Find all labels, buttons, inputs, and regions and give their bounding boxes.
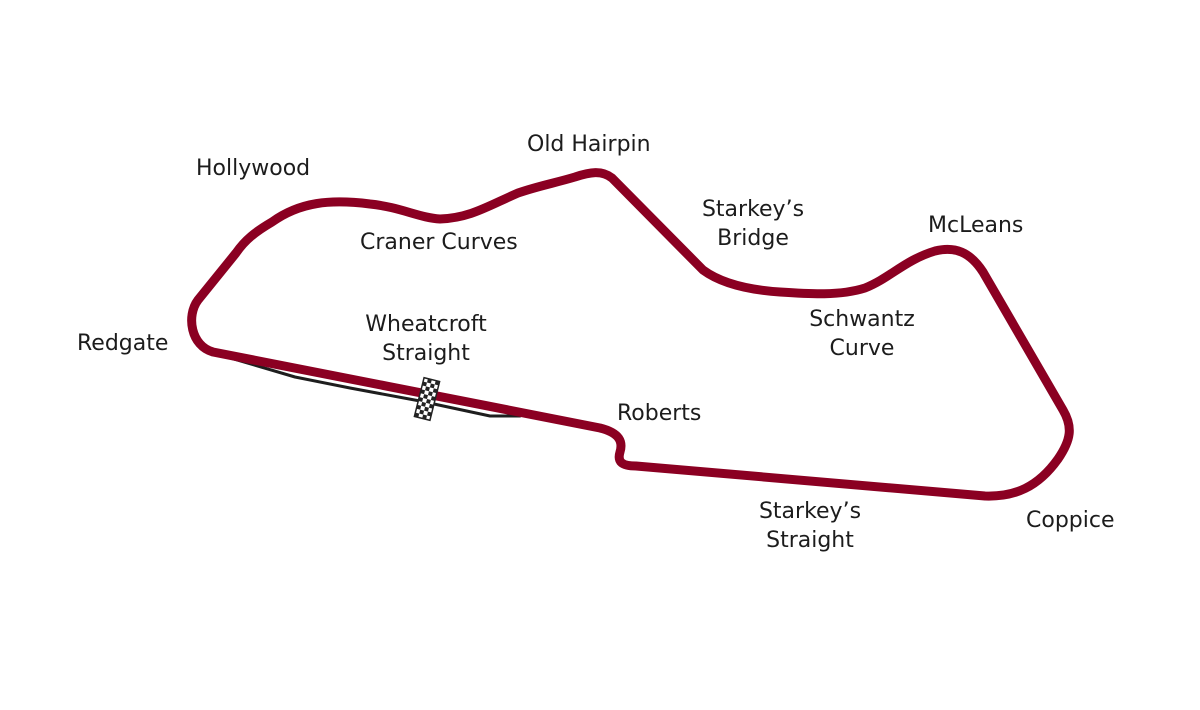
corner-label-old-hairpin: Old Hairpin	[527, 132, 651, 157]
corner-label-coppice: Coppice	[1026, 508, 1115, 533]
track-outline	[187, 168, 1074, 501]
corner-label-wheatcroft-straight: Wheatcroft Straight	[365, 312, 487, 366]
corner-label-starkeys-bridge: Starkey’s Bridge	[701, 197, 805, 251]
corner-label-redgate: Redgate	[77, 331, 169, 356]
pit-lane	[208, 350, 522, 418]
corner-label-starkeys-straight: Starkey’s Straight	[758, 499, 862, 553]
corner-label-mcleans: McLeans	[928, 213, 1024, 238]
corner-label-schwantz-curve: Schwantz Curve	[809, 307, 915, 361]
checkered-flag-icon	[413, 376, 441, 422]
corner-label-craner-curves: Craner Curves	[360, 230, 518, 255]
corner-label-roberts: Roberts	[617, 401, 702, 426]
corner-label-hollywood: Hollywood	[196, 156, 311, 181]
